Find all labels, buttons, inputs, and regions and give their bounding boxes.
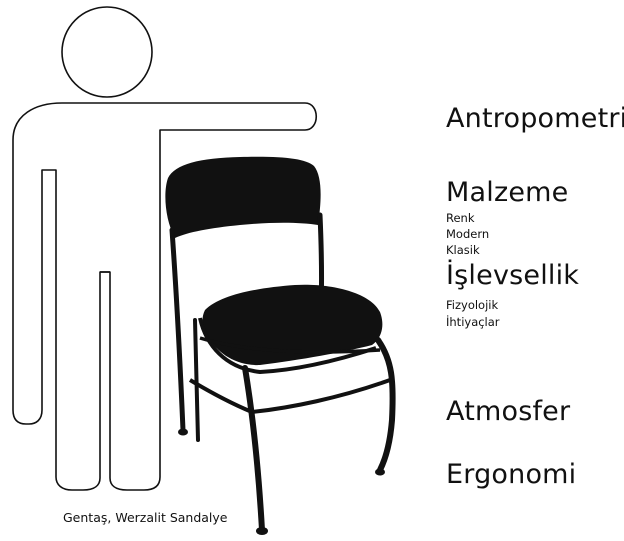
- label-ihtiyaclar: İhtiyaçlar: [446, 317, 500, 329]
- label-malzeme: Malzeme: [446, 179, 568, 206]
- school-chair-icon: [165, 157, 392, 535]
- caption: Gentaş, Werzalit Sandalye: [63, 512, 228, 525]
- label-antropometri: Antropometri: [446, 105, 624, 132]
- label-ergonomi: Ergonomi: [446, 461, 576, 488]
- person-outline-icon: [13, 7, 316, 490]
- chair-foot: [375, 469, 385, 476]
- chair-stretcher-front: [252, 380, 390, 412]
- chair-front-leg-right: [378, 340, 393, 470]
- label-renk: Renk: [446, 213, 475, 225]
- chair-foot: [178, 429, 188, 436]
- chair-backrest: [165, 157, 320, 238]
- chair-foot: [256, 527, 268, 535]
- label-klasik: Klasik: [446, 245, 480, 257]
- person-head: [62, 7, 152, 97]
- label-atmosfer: Atmosfer: [446, 398, 570, 425]
- label-fizyolojik: Fizyolojik: [446, 300, 498, 312]
- chair-front-leg-left: [245, 368, 262, 530]
- chair-side-leg: [195, 320, 198, 440]
- label-modern: Modern: [446, 229, 489, 241]
- chair-back-leg-left: [172, 230, 183, 430]
- label-islevsellik: İşlevsellik: [446, 262, 579, 289]
- chair-stretcher-side: [190, 380, 252, 412]
